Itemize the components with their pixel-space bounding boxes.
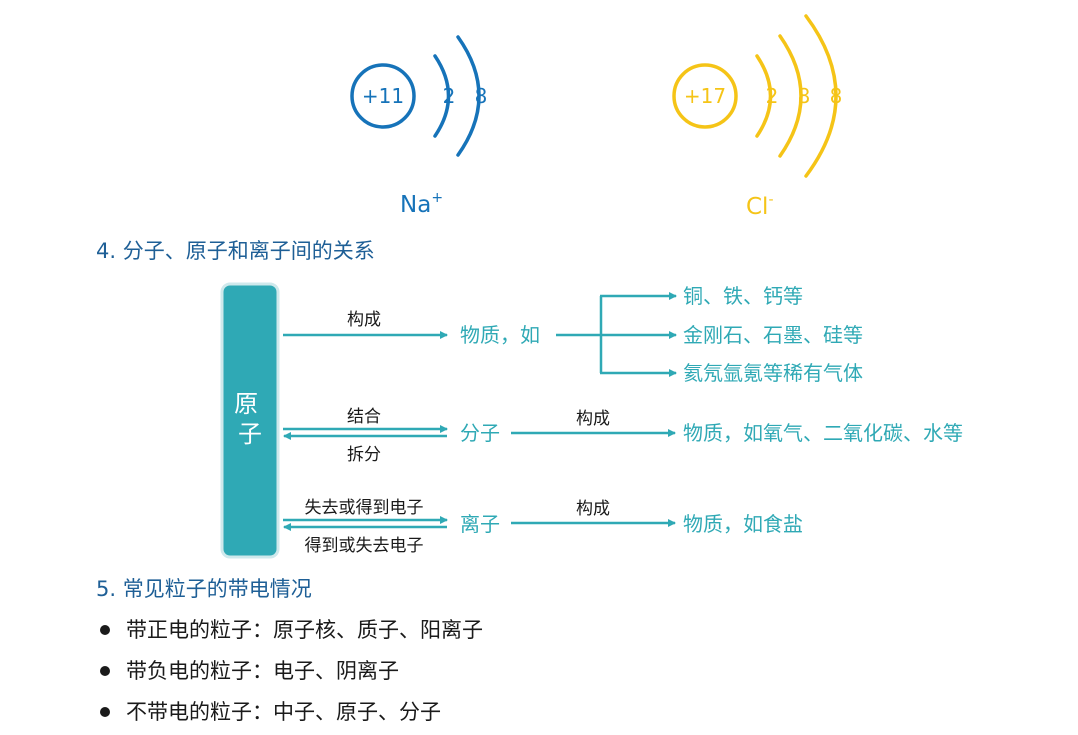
cl-electron-shell-arc-3	[804, 14, 838, 178]
ion-node: 离子	[460, 512, 500, 536]
section-4-title: 4. 分子、原子和离子间的关系	[96, 239, 375, 263]
charge-bullet-list: 带正电的粒子：原子核、质子、阳离子 带负电的粒子：电子、阴离子 不带电的粒子：中…	[100, 612, 483, 735]
cl-symbol-text: Cl	[746, 194, 768, 220]
list-item: 带正电的粒子：原子核、质子、阳离子	[100, 612, 483, 653]
na-nucleus-circle	[350, 63, 416, 129]
cl-shell-1-electrons: 2	[766, 84, 779, 108]
bullet-text: 带正电的粒子：原子核、质子、阳离子	[126, 618, 483, 642]
row2-arrow-label: 构成	[576, 409, 610, 429]
row-atom-ion: 失去或得到电子 得到或失去电子 离子 构成 物质，如食盐	[283, 498, 803, 556]
row3-target: 物质，如食盐	[683, 512, 803, 536]
row3-forward-label: 失去或得到电子	[305, 498, 424, 518]
na-electron-shell-arc-1	[433, 54, 451, 138]
cl-ion-symbol: Cl-	[746, 192, 774, 220]
na-ion-symbol: Na+	[400, 190, 443, 218]
list-item: 带负电的粒子：电子、阴离子	[100, 653, 483, 694]
atom-box: 原 子	[220, 282, 280, 559]
cl-nucleus-charge: +17	[684, 84, 726, 108]
cl-nucleus-circle	[672, 63, 738, 129]
row1-branch-2: 金刚石、石墨、硅等	[683, 323, 863, 347]
atom-box-char-2: 子	[238, 420, 262, 448]
row-atom-to-substance: 构成 物质，如 铜、铁、钙等 金刚石、石墨、硅等 氦氖氩氪等稀有气体	[283, 284, 863, 385]
row-atom-molecule: 结合 拆分 分子 构成 物质，如氧气、二氧化碳、水等	[283, 407, 963, 465]
bullet-text: 不带电的粒子：中子、原子、分子	[126, 700, 441, 724]
na-shell-1-electrons: 2	[443, 84, 456, 108]
na-ion-structure: +11 2 8 Na+	[350, 35, 488, 218]
row1-branch-1: 铜、铁、钙等	[683, 284, 803, 308]
row1-arrow-label: 构成	[347, 310, 381, 330]
bullet-dot-icon	[100, 707, 110, 717]
atom-box-char-1: 原	[234, 390, 258, 418]
list-item: 不带电的粒子：中子、原子、分子	[100, 694, 483, 735]
na-charge-superscript: +	[431, 190, 443, 206]
cl-shell-2-electrons: 8	[798, 84, 811, 108]
bullet-dot-icon	[100, 625, 110, 635]
section-5-title: 5. 常见粒子的带电情况	[96, 577, 312, 601]
na-nucleus-charge: +11	[362, 84, 404, 108]
cl-ion-structure: +17 2 8 8 Cl-	[672, 14, 843, 220]
cl-electron-shell-arc-1	[755, 54, 773, 138]
bullet-text: 带负电的粒子：电子、阴离子	[126, 659, 399, 683]
na-symbol-text: Na	[400, 192, 431, 218]
molecule-node: 分子	[460, 421, 500, 445]
row3-arrow-label: 构成	[576, 499, 610, 519]
row3-backward-label: 得到或失去电子	[305, 536, 424, 556]
row2-backward-label: 拆分	[347, 445, 381, 465]
cl-electron-shell-arc-2	[778, 34, 803, 158]
row2-forward-label: 结合	[347, 407, 381, 427]
row2-target: 物质，如氧气、二氧化碳、水等	[683, 421, 963, 445]
row1-branch-3: 氦氖氩氪等稀有气体	[683, 361, 863, 385]
na-shell-2-electrons: 8	[475, 84, 488, 108]
cl-shell-3-electrons: 8	[830, 84, 843, 108]
cl-charge-superscript: -	[768, 192, 773, 208]
na-electron-shell-arc-2	[456, 35, 481, 157]
bullet-dot-icon	[100, 666, 110, 676]
atom-box-label: 原 子	[234, 390, 266, 448]
row1-target: 物质，如	[460, 323, 540, 347]
